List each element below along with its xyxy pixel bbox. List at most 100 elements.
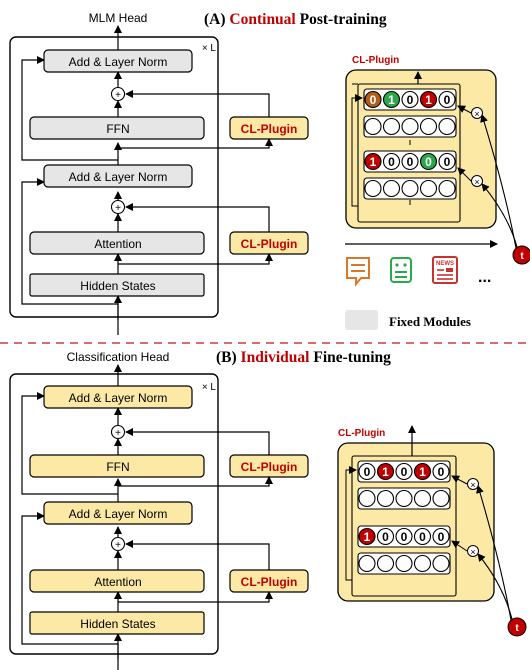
neuron — [419, 179, 438, 198]
times-icon: × — [474, 109, 479, 119]
layer-frame — [9, 373, 219, 655]
plugin-detail-title: CL-Plugin — [338, 428, 385, 439]
mask-value: 0 — [364, 465, 371, 479]
classification-head-label: Classification Head — [67, 350, 170, 364]
mask-value: 0 — [407, 93, 414, 107]
plus-icon: + — [115, 540, 121, 551]
mask-value: 0 — [419, 530, 426, 544]
neuron — [358, 489, 376, 508]
mask-value: 1 — [364, 530, 371, 544]
neuron — [364, 117, 382, 136]
multiply-operator-icon — [471, 175, 483, 187]
times-icon: × — [470, 547, 475, 557]
panel-a-title-suffix: Post-training — [296, 11, 387, 28]
plus-icon: + — [115, 428, 121, 439]
fixed-modules-legend-swatch — [345, 310, 378, 330]
plus-icon: + — [115, 90, 121, 101]
mask-value: 0 — [438, 465, 445, 479]
mask-neuron — [395, 527, 413, 546]
plugin-input-arrow — [118, 138, 273, 149]
mask-neuron — [438, 152, 456, 171]
task-id-label: t — [520, 251, 524, 262]
mask-neuron — [358, 462, 376, 481]
panel-a-title: (A) Continual Post-training — [204, 11, 387, 28]
mask-value: 0 — [401, 465, 408, 479]
residual-arrow-2 — [21, 56, 118, 161]
neuron — [432, 554, 450, 573]
mask-value: 0 — [425, 155, 432, 169]
panel-a: MLM Head (A) Continual Post-training × L… — [9, 11, 530, 335]
mask-neuron — [376, 462, 395, 481]
attention-block — [29, 569, 205, 593]
mask-neuron — [382, 152, 401, 171]
attention-label: Attention — [94, 237, 141, 251]
mask-value: 1 — [419, 465, 426, 479]
mask-neuron — [419, 90, 438, 109]
times-icon: × — [470, 480, 475, 490]
panel-b-title-highlight: Individual — [241, 349, 311, 366]
add-layer-norm-block — [43, 164, 193, 188]
cl-plugin-label: CL-Plugin — [241, 460, 298, 474]
plugin-input-arrow — [118, 591, 273, 603]
plugin-output-arrow — [125, 540, 270, 570]
task-id-icon — [512, 245, 530, 265]
neuron — [438, 117, 456, 136]
mask-neuron — [401, 90, 419, 109]
times-icon: × — [474, 177, 479, 187]
neuron — [413, 554, 432, 573]
plugin-input-arrow — [118, 476, 273, 487]
ffn-label: FFN — [106, 460, 129, 474]
add-operator-icon — [110, 199, 126, 215]
neuron — [382, 117, 401, 136]
attention-block — [29, 231, 205, 255]
add-operator-icon — [110, 86, 126, 102]
mask-value: 0 — [388, 155, 395, 169]
add-layer-norm-label: Add & Layer Norm — [69, 391, 168, 405]
neuron — [438, 179, 456, 198]
multiply-operator-icon — [471, 107, 483, 119]
cl-plugin-label: CL-Plugin — [241, 237, 298, 251]
hidden-states-block — [29, 273, 205, 297]
mask-value: 0 — [444, 155, 451, 169]
panel-a-title-prefix: (A) — [204, 11, 229, 28]
add-layer-norm-block — [43, 501, 193, 525]
mask-value: 0 — [401, 530, 408, 544]
multiply-operator-icon — [467, 545, 479, 557]
neuron — [401, 179, 419, 198]
neuron — [364, 179, 382, 198]
task-id-icon — [507, 617, 527, 637]
add-layer-norm-label: Add & Layer Norm — [69, 507, 168, 521]
adapter-skip-arrow — [351, 94, 363, 207]
review-document-icon — [390, 257, 412, 283]
plugin-input-arrow — [118, 253, 273, 265]
add-operator-icon — [110, 424, 126, 440]
mask-value: 1 — [370, 155, 377, 169]
residual-arrow-2 — [21, 392, 118, 495]
plugin-output-arrow — [125, 428, 270, 455]
cl-plugin-label: CL-Plugin — [241, 122, 298, 136]
panel-b-title-prefix: (B) — [216, 349, 241, 366]
plus-icon: + — [115, 203, 121, 214]
add-layer-norm-block — [43, 49, 193, 73]
neuron — [413, 489, 432, 508]
mask-neuron — [438, 90, 456, 109]
task-arrow — [481, 183, 518, 248]
mask-value: 1 — [388, 93, 395, 107]
repeat-label: × L — [202, 382, 217, 393]
panel-b: Classification Head (B) Individual Fine-… — [9, 349, 527, 670]
ffn-block — [29, 454, 205, 478]
mask-neuron — [364, 90, 382, 109]
mask-neuron — [432, 527, 450, 546]
hidden-states-label: Hidden States — [80, 279, 155, 293]
add-layer-norm-label: Add & Layer Norm — [69, 170, 168, 184]
mask-neuron — [395, 462, 413, 481]
mask-neuron — [401, 152, 419, 171]
hidden-states-block — [29, 611, 205, 635]
mask-value: 1 — [382, 465, 389, 479]
mask-neuron — [419, 152, 438, 171]
news-icon-text: NEWS — [436, 261, 454, 267]
neuron — [432, 489, 450, 508]
task-arrow — [477, 553, 513, 620]
mask-value: 1 — [425, 93, 432, 107]
